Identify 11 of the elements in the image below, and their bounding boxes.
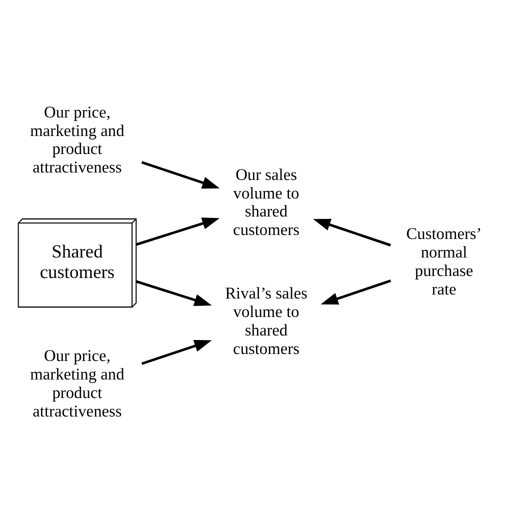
arrow (136, 280, 212, 306)
arrow (320, 279, 392, 305)
arrow (141, 340, 212, 365)
arrow (136, 218, 220, 246)
node-text: Rival’s sales volume to shared customers (225, 284, 308, 358)
arrow (141, 161, 220, 189)
node-text: Our price, marketing and product attractiveness (30, 346, 124, 420)
arrow (313, 218, 391, 246)
node-text: Our sales volume to shared customers (233, 164, 300, 240)
node-text: Our price, marketing and product attractiveness (30, 102, 124, 177)
node-text: Customers’ normal purchase rate (406, 224, 482, 299)
